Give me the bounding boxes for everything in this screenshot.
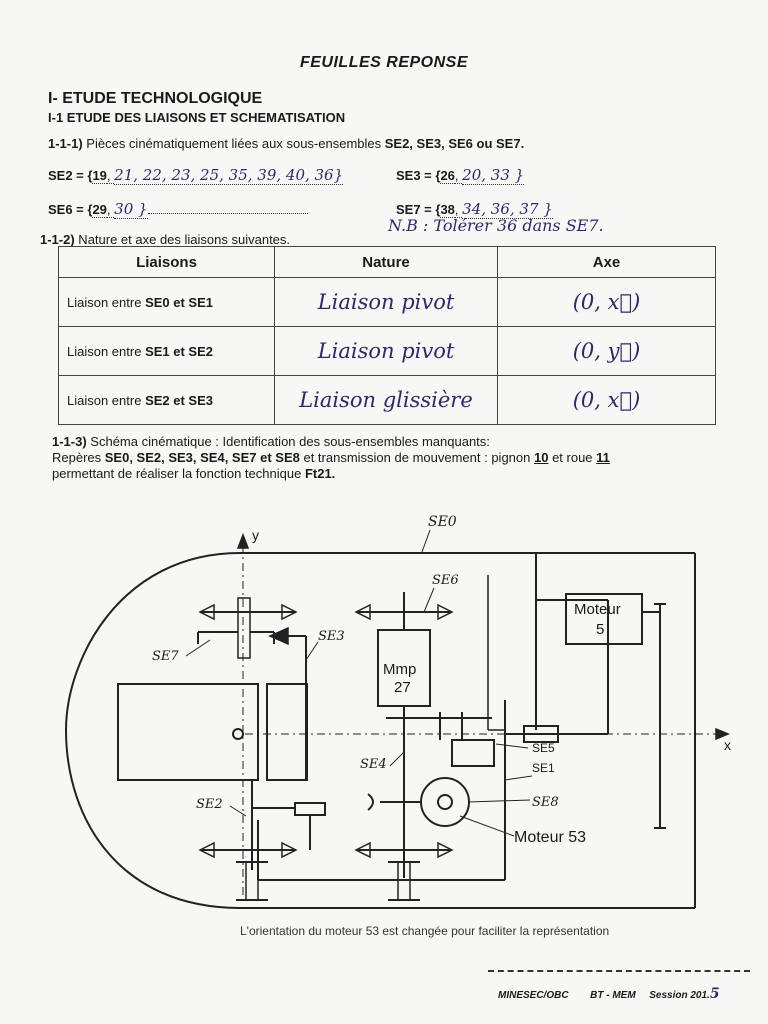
question-number: 1-1-1): [48, 136, 83, 151]
nature-cell: Liaison pivot: [274, 326, 498, 376]
question-text: et transmission de mouvement : pignon: [299, 450, 534, 465]
axe-cell: (0, x⃗): [497, 375, 716, 425]
question-text: Pièces cinématiquement liées aux sous-en…: [82, 136, 385, 151]
label-y-axis: y: [252, 527, 259, 543]
label-mmp-number: 27: [394, 679, 411, 696]
column-header: Nature: [274, 246, 498, 278]
printed-value: 38: [440, 202, 455, 218]
label-se8: SE8: [532, 795, 559, 810]
footer-page-number: 5: [709, 986, 720, 1002]
liaison-prefix: Liaison entre: [67, 392, 146, 408]
kinematic-diagram: SE0 SE6 SE3 SE7 SE4 SE2 SE5 SE1 SE8 Mmp …: [64, 514, 731, 909]
label-se1: SE1: [532, 761, 555, 775]
answer-label: SE2 = {: [48, 168, 93, 183]
label-se3: SE3: [318, 629, 345, 644]
section-heading: I- ETUDE TECHNOLOGIQUE: [48, 90, 263, 107]
footer-org: MINESEC/OBC: [498, 990, 569, 1001]
label-se7: SE7: [152, 649, 179, 664]
axe-cell: (0, x⃗): [497, 277, 716, 327]
footer-exam: BT - MEM: [590, 990, 636, 1001]
question-1-1-1: 1-1-1) Pièces cinématiquement liées aux …: [48, 136, 524, 151]
liaison-parts: SE0 et SE1: [145, 294, 213, 310]
question-text: Repères: [52, 450, 105, 465]
label-x-axis: x: [724, 737, 731, 753]
label-se5: SE5: [532, 741, 555, 755]
label-se4: SE4: [360, 757, 387, 772]
footer-divider: [488, 970, 750, 972]
handwritten-answer: 34, 36, 37 }: [462, 200, 553, 219]
table-row: Liaison entre SE0 et SE1 Liaison pivot (…: [58, 277, 716, 327]
label-moteur-number: 5: [596, 621, 604, 638]
nature-cell: Liaison pivot: [274, 277, 498, 327]
nature-cell: Liaison glissière: [274, 375, 498, 425]
label-se0: SE0: [428, 514, 457, 530]
table-row: Liaison entre SE1 et SE2 Liaison pivot (…: [58, 326, 716, 376]
question-number: 1-1-2): [40, 232, 75, 247]
roue-number: 11: [596, 450, 610, 465]
footer: MINESEC/OBC BT - MEM Session 201.5: [498, 986, 720, 1002]
liaison-cell: Liaison entre SE1 et SE2: [58, 326, 275, 376]
liaison-prefix: Liaison entre: [67, 343, 146, 359]
question-text: Nature et axe des liaisons suivantes.: [74, 232, 291, 247]
label-se2: SE2: [196, 797, 223, 812]
handwritten-answer: 20, 33 }: [462, 166, 525, 185]
column-header: Axe: [497, 246, 716, 278]
liaison-parts: SE1 et SE2: [145, 343, 213, 359]
origin-point: [232, 728, 244, 740]
question-text: et roue: [548, 450, 597, 465]
answer-label: SE6 = {: [48, 202, 93, 217]
question-1-1-2: 1-1-2) Nature et axe des liaisons suivan…: [40, 232, 290, 247]
axe-cell: (0, y⃗): [497, 326, 716, 376]
frame-se0: [64, 552, 695, 909]
question-1-1-3: 1-1-3) Schéma cinématique : Identificati…: [52, 434, 742, 482]
answer-se7: SE7 = {38, 34, 36, 37 }: [396, 200, 553, 219]
question-text: Schéma cinématique : Identification des …: [86, 434, 490, 449]
column-header: Liaisons: [58, 246, 275, 278]
box-slide: [266, 683, 308, 781]
question-text-bold: Ft21.: [304, 466, 336, 481]
label-se6: SE6: [432, 573, 459, 588]
handwritten-answer: 21, 22, 23, 25, 35, 39, 40, 36}: [114, 166, 344, 185]
answer-se2: SE2 = {19, 21, 22, 23, 25, 35, 39, 40, 3…: [48, 166, 344, 185]
printed-value: 29: [92, 202, 107, 218]
printed-value: 26: [440, 168, 455, 184]
label-moteur-53: Moteur 53: [514, 829, 586, 846]
diagram-caption: L'orientation du moteur 53 est changée p…: [240, 924, 610, 938]
pignon-number: 10: [533, 450, 549, 465]
handwritten-answer: 30 }: [114, 200, 148, 219]
answer-se3: SE3 = {26, 20, 33 }: [396, 166, 525, 185]
liaison-cell: Liaison entre SE0 et SE1: [58, 277, 275, 327]
handwritten-note: N.B : Tolérer 36 dans SE7.: [388, 216, 604, 235]
question-number: 1-1-3): [52, 434, 87, 449]
table-header-row: Liaisons Nature Axe: [58, 246, 716, 278]
liaison-parts: SE2 et SE3: [145, 392, 213, 408]
page-title: FEUILLES REPONSE: [299, 54, 469, 71]
moteur-53-circle: [420, 777, 470, 827]
question-text-bold: SE0, SE2, SE3, SE4, SE7 et SE8: [104, 450, 300, 465]
printed-value: 19: [92, 168, 107, 184]
answer-label: SE7 = {: [396, 202, 441, 217]
liaison-prefix: Liaison entre: [67, 294, 146, 310]
table-row: Liaison entre SE2 et SE3 Liaison glissiè…: [58, 375, 716, 425]
liaisons-table: Liaisons Nature Axe Liaison entre SE0 et…: [58, 246, 716, 425]
question-text-bold: SE2, SE3, SE6 ou SE7.: [384, 136, 525, 151]
answer-label: SE3 = {: [396, 168, 441, 183]
footer-session: Session 201.: [649, 990, 710, 1001]
subsection-heading: I-1 ETUDE DES LIAISONS ET SCHEMATISATION: [48, 110, 346, 125]
moteur-5-box: [565, 593, 643, 645]
box-left: [117, 683, 259, 781]
liaison-cell: Liaison entre SE2 et SE3: [58, 375, 275, 425]
label-moteur: Moteur: [574, 601, 621, 618]
answer-se6: SE6 = {29, 30 }: [48, 200, 308, 219]
label-mmp: Mmp: [383, 661, 416, 678]
question-text: permettant de réaliser la fonction techn…: [52, 466, 305, 481]
